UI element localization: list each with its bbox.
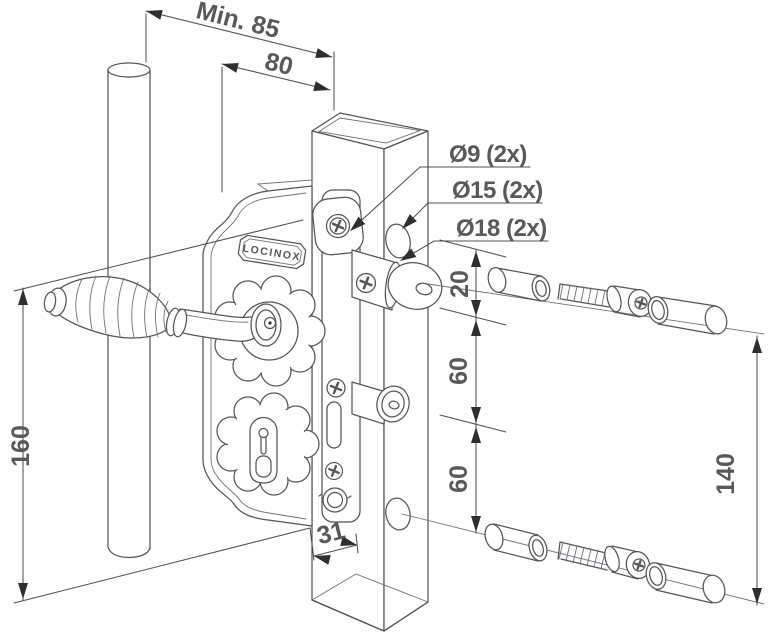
dim-label-60-top: 60	[445, 357, 473, 385]
dim-arrow	[471, 516, 481, 532]
exploded-fasteners-top	[427, 267, 765, 335]
dim-160: 160	[7, 219, 311, 604]
hole-dia15-bottom	[385, 497, 411, 531]
dim-arrow	[18, 583, 28, 599]
euro-cylinder	[249, 416, 278, 484]
dim-arrow	[471, 300, 481, 316]
callout-dia15: Ø15 (2x)	[398, 177, 543, 233]
dim-140: 140	[712, 335, 762, 606]
phillips-screw	[325, 377, 347, 399]
keyhole	[258, 427, 269, 439]
locinox-logo-plate: LOCINOX	[237, 234, 307, 270]
dim-arrow	[315, 48, 334, 62]
lock-edge-plate	[312, 189, 364, 523]
dim-arrow	[18, 289, 28, 305]
handle	[43, 275, 282, 347]
callout-dia9: Ø9 (2x)	[346, 141, 531, 235]
dim-label-min85: Min. 85	[193, 0, 282, 44]
dim-arrow	[471, 320, 481, 336]
dim-label-80: 80	[262, 47, 296, 81]
spacer-tube	[487, 267, 551, 302]
dim-min85: Min. 85	[144, 0, 335, 111]
cylinder-nut	[318, 487, 352, 513]
dim-arrow	[313, 81, 332, 95]
dim-arrow	[144, 6, 163, 20]
grip-twist-lines	[75, 275, 169, 339]
dim-arrow	[752, 337, 762, 353]
adjustment-slot	[326, 401, 342, 449]
socket-screw	[557, 541, 651, 580]
pin-hole	[415, 282, 433, 296]
exploded-fasteners-bottom	[401, 513, 765, 605]
callout-label-dia18: Ø18 (2x)	[456, 215, 547, 242]
dim-label-31: 31	[314, 516, 348, 550]
dim-label-20: 20	[446, 270, 474, 298]
dim-label-140: 140	[712, 453, 740, 495]
handle-grip	[57, 276, 171, 339]
cover-cap	[647, 296, 728, 335]
callout-dia18: Ø18 (2x)	[397, 215, 549, 266]
phillips-screw	[355, 272, 377, 294]
callout-label-dia15: Ø15 (2x)	[452, 177, 543, 204]
dim-arrow	[471, 427, 481, 443]
dim-chain-20-60-60: 20 60 60	[439, 239, 507, 534]
dim-arrow	[471, 251, 481, 267]
pin-bottom	[351, 381, 410, 425]
dim-label-60-bottom: 60	[445, 465, 473, 493]
dim-arrow	[220, 59, 239, 73]
cover-cap	[645, 562, 726, 604]
dim-arrow	[471, 407, 481, 423]
dim-label-160: 160	[7, 425, 35, 467]
key-escutcheon	[216, 392, 320, 496]
spacer-tube	[484, 523, 548, 562]
phillips-screw	[324, 461, 344, 481]
socket-screw	[557, 283, 653, 318]
hole-dia15-top	[385, 223, 411, 259]
dim-80: 80	[220, 47, 332, 193]
dim-31: 31	[309, 516, 359, 565]
callout-label-dia9: Ø9 (2x)	[449, 141, 527, 168]
pin-top	[351, 249, 443, 311]
pin-hole	[388, 400, 400, 410]
